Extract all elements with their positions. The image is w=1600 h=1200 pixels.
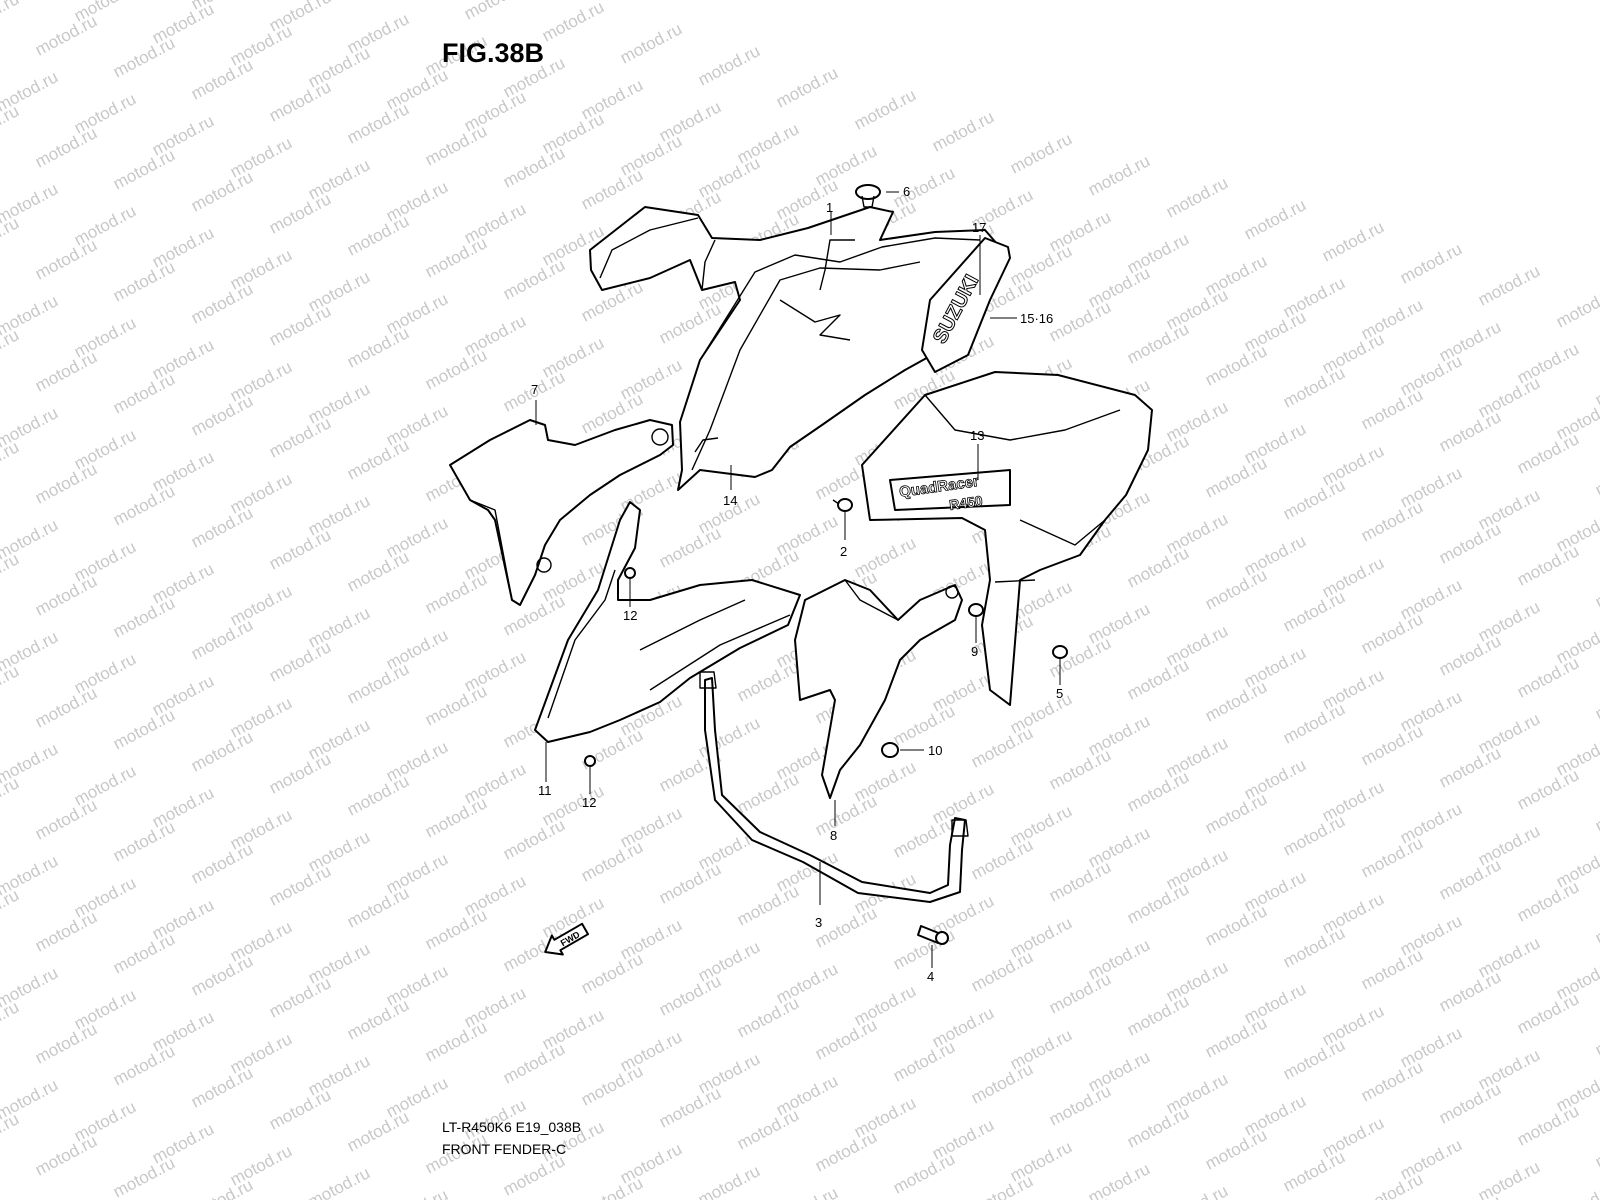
callout-9: 9 bbox=[971, 644, 978, 659]
left-mud-guard-part-7 bbox=[449, 419, 674, 606]
section-name: FRONT FENDER-C bbox=[442, 1141, 567, 1157]
fasteners bbox=[584, 184, 1068, 945]
model-code: LT-R450K6 E19_038B bbox=[442, 1119, 582, 1135]
callout-7: 7 bbox=[531, 382, 538, 397]
callout-5: 5 bbox=[1056, 686, 1063, 701]
leader-lines bbox=[535, 191, 1061, 968]
forward-direction-arrow: FWD bbox=[544, 922, 590, 956]
callout-3: 3 bbox=[815, 915, 822, 930]
callout-14: 14 bbox=[723, 493, 737, 508]
callout-13: 13 bbox=[970, 428, 984, 443]
callout-6: 6 bbox=[903, 184, 910, 199]
callout-15-16: 15·16 bbox=[1020, 311, 1053, 326]
callout-labels: 6 1 17 15·16 7 13 14 2 12 9 5 10 11 12 8… bbox=[531, 184, 1063, 984]
right-side-panel-part-13: QuadRacer R450 bbox=[861, 371, 1153, 706]
callout-10: 10 bbox=[928, 743, 942, 758]
r450-decal-text: R450 bbox=[948, 492, 984, 513]
callout-11: 11 bbox=[538, 783, 552, 798]
side-decal-strip: SUZUKI bbox=[921, 237, 1011, 373]
callout-2: 2 bbox=[840, 544, 847, 559]
inner-mud-guard-part-8 bbox=[794, 579, 963, 799]
bumper-stay-part-3 bbox=[699, 671, 969, 903]
callout-12-lower: 12 bbox=[582, 795, 596, 810]
figure-title: FIG.38B bbox=[442, 38, 545, 68]
left-lower-panel-part-11 bbox=[534, 501, 801, 743]
callout-8: 8 bbox=[830, 828, 837, 843]
front-fender-part-1 bbox=[589, 206, 999, 491]
callout-1: 1 bbox=[826, 200, 833, 215]
callout-12-upper: 12 bbox=[623, 608, 637, 623]
callout-4: 4 bbox=[927, 969, 934, 984]
callout-17: 17 bbox=[972, 220, 986, 235]
